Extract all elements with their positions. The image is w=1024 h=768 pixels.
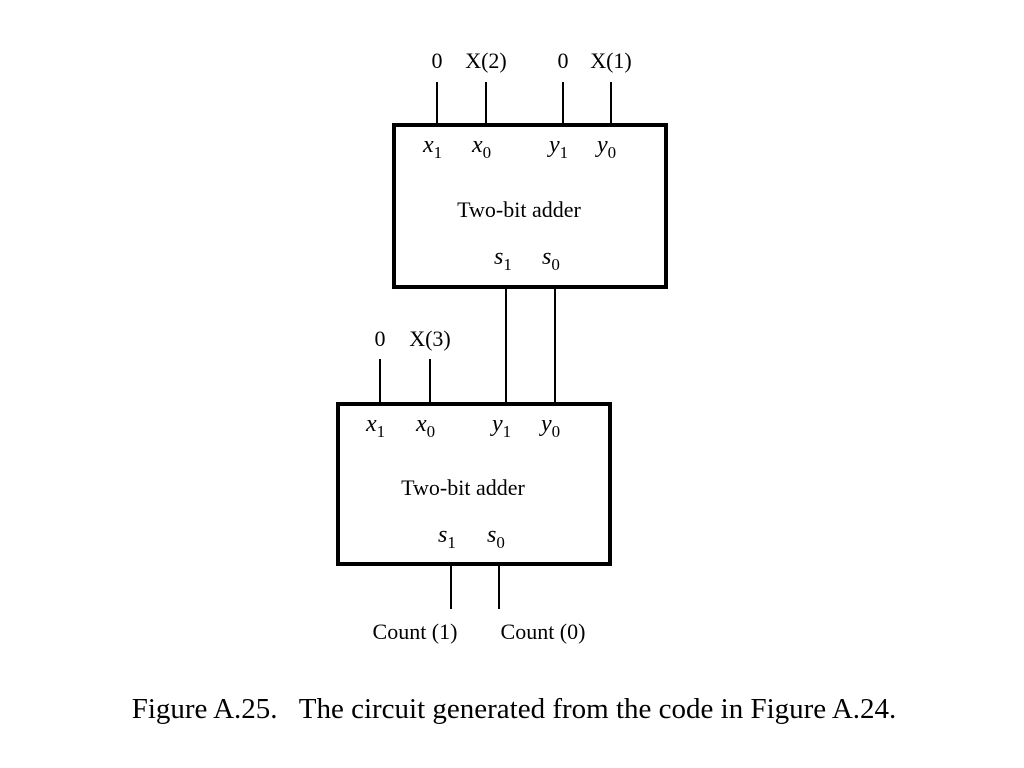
top-port-s0: s0 [542, 244, 560, 274]
top-y1-signal: 0 [558, 48, 569, 73]
count1-label: Count (1) [373, 619, 458, 644]
bottom-port-y0: y0 [539, 411, 560, 441]
count0-label: Count (0) [501, 619, 586, 644]
bottom-x0-signal: X(3) [409, 326, 451, 351]
top-port-x0: x0 [471, 132, 491, 162]
figure-caption: Figure A.25. The circuit generated from … [132, 693, 897, 725]
top-x1-signal: 0 [432, 48, 443, 73]
bottom-adder-title: Two-bit adder [401, 475, 525, 500]
bottom-port-x1: x1 [365, 411, 385, 441]
bottom-port-s1: s1 [438, 522, 456, 552]
top-x0-signal: X(2) [465, 48, 507, 73]
top-adder-title: Two-bit adder [457, 197, 581, 222]
top-port-x1: x1 [422, 132, 442, 162]
bottom-port-y1: y1 [490, 411, 511, 441]
top-adder-box [392, 123, 668, 289]
top-adder: 0 X(2) 0 X(1) x1 x0 y1 y0 Two-bit adder … [392, 48, 668, 289]
top-y0-signal: X(1) [590, 48, 632, 73]
bottom-port-x0: x0 [415, 411, 435, 441]
top-port-y1: y1 [547, 132, 568, 162]
bottom-port-s0: s0 [487, 522, 505, 552]
bottom-adder-box [336, 402, 612, 566]
top-port-s1: s1 [494, 244, 512, 274]
top-port-y0: y0 [595, 132, 616, 162]
bottom-adder: 0 X(3) x1 x0 y1 y0 Two-bit adder s1 s0 C… [336, 326, 612, 644]
bottom-x1-signal: 0 [375, 326, 386, 351]
